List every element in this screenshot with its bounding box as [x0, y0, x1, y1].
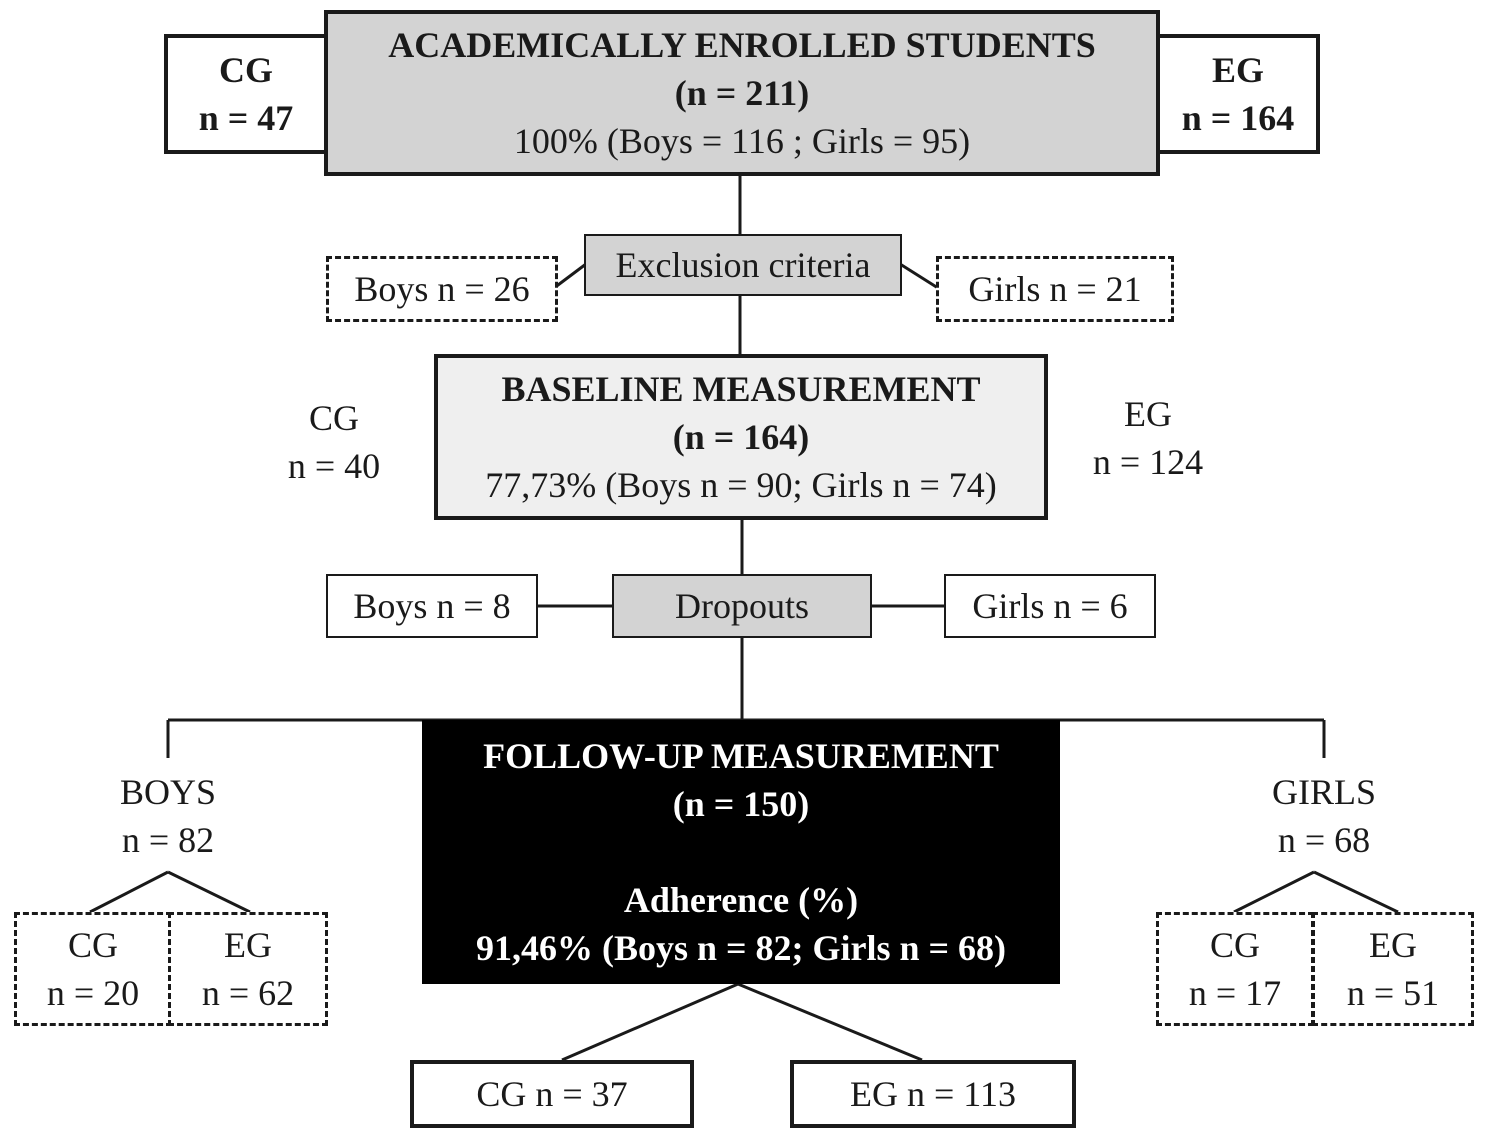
dropouts-boys-box: Boys n = 8 — [326, 574, 538, 638]
enrolled-breakdown: 100% (Boys = 116 ; Girls = 95) — [513, 121, 971, 161]
dropouts-girls-box: Girls n = 6 — [944, 574, 1156, 638]
followup-eg-box: EG n = 113 — [790, 1060, 1076, 1128]
dropouts-label: Dropouts — [675, 586, 809, 626]
connector-followup-eg — [737, 982, 923, 1062]
enrolled-eg-box: EG n = 164 — [1156, 34, 1320, 154]
exclusion-boys-count: Boys n = 26 — [354, 269, 530, 309]
baseline-title: BASELINE MEASUREMENT — [501, 369, 981, 409]
exclusion-criteria-label: Exclusion criteria — [615, 245, 871, 285]
girls-group-count: n = 68 — [1277, 820, 1371, 860]
girls-group-label: GIRLS n = 68 — [1234, 768, 1414, 864]
exclusion-boys-box: Boys n = 26 — [326, 256, 558, 322]
connector-girls-cg — [1233, 870, 1315, 914]
girls-eg-box: EG n = 51 — [1312, 912, 1474, 1026]
enrolled-students-box: ACADEMICALLY ENROLLED STUDENTS (n = 211)… — [324, 10, 1160, 176]
followup-cg-box: CG n = 37 — [410, 1060, 694, 1128]
girls-cg-label: CG — [1209, 925, 1260, 965]
girls-group-title: GIRLS — [1271, 772, 1376, 812]
followup-title: FOLLOW-UP MEASUREMENT — [483, 736, 999, 776]
baseline-measurement-box: BASELINE MEASUREMENT (n = 164) 77,73% (B… — [434, 354, 1048, 520]
boys-group-count: n = 82 — [121, 820, 215, 860]
dropouts-boys-count: Boys n = 8 — [353, 586, 511, 626]
enrolled-eg-count: n = 164 — [1181, 98, 1295, 138]
connector-exclusion-girls — [899, 262, 939, 290]
exclusion-criteria-box: Exclusion criteria — [584, 234, 902, 296]
connector-boys-cg — [89, 870, 169, 914]
baseline-cg-group: CG — [308, 398, 359, 438]
boys-group-title: BOYS — [119, 772, 217, 812]
girls-cg-count: n = 17 — [1188, 973, 1282, 1013]
baseline-eg-count: n = 124 — [1092, 442, 1204, 482]
followup-cg-count: CG n = 37 — [476, 1074, 628, 1114]
exclusion-girls-count: Girls n = 21 — [968, 269, 1142, 309]
boys-eg-count: n = 62 — [201, 973, 295, 1013]
dropouts-box: Dropouts — [612, 574, 872, 638]
boys-eg-label: EG — [224, 925, 272, 965]
connector-girls-eg — [1313, 870, 1399, 914]
followup-breakdown: 91,46% (Boys n = 82; Girls n = 68) — [475, 928, 1007, 968]
baseline-cg-label: CG n = 40 — [254, 394, 414, 490]
followup-eg-count: EG n = 113 — [850, 1074, 1016, 1114]
followup-adherence-label: Adherence (%) — [623, 880, 859, 920]
boys-eg-box: EG n = 62 — [168, 912, 328, 1026]
girls-eg-label: EG — [1369, 925, 1417, 965]
enrolled-eg-label: EG — [1211, 50, 1264, 90]
exclusion-girls-box: Girls n = 21 — [936, 256, 1174, 322]
enrolled-title: ACADEMICALLY ENROLLED STUDENTS — [388, 25, 1096, 65]
baseline-eg-label: EG n = 124 — [1068, 390, 1228, 486]
enrolled-count: (n = 211) — [674, 73, 810, 113]
boys-group-label: BOYS n = 82 — [78, 768, 258, 864]
baseline-eg-group: EG — [1124, 394, 1172, 434]
enrolled-cg-count: n = 47 — [198, 98, 294, 138]
dropouts-girls-count: Girls n = 6 — [972, 586, 1128, 626]
followup-measurement-box: FOLLOW-UP MEASUREMENT (n = 150) Adherenc… — [422, 720, 1060, 984]
girls-cg-box: CG n = 17 — [1156, 912, 1314, 1026]
girls-eg-count: n = 51 — [1346, 973, 1440, 1013]
boys-cg-count: n = 20 — [46, 973, 140, 1013]
enrolled-cg-label: CG — [219, 50, 273, 90]
followup-count: (n = 150) — [672, 784, 810, 824]
boys-cg-label: CG — [67, 925, 118, 965]
connector-boys-eg — [167, 870, 251, 914]
baseline-breakdown: 77,73% (Boys n = 90; Girls n = 74) — [485, 465, 997, 505]
connector-followup-cg — [561, 982, 739, 1062]
baseline-count: (n = 164) — [672, 417, 810, 457]
connector-exclusion-boys — [553, 262, 587, 290]
enrolled-cg-box: CG n = 47 — [164, 34, 328, 154]
boys-cg-box: CG n = 20 — [14, 912, 172, 1026]
baseline-cg-count: n = 40 — [287, 446, 381, 486]
